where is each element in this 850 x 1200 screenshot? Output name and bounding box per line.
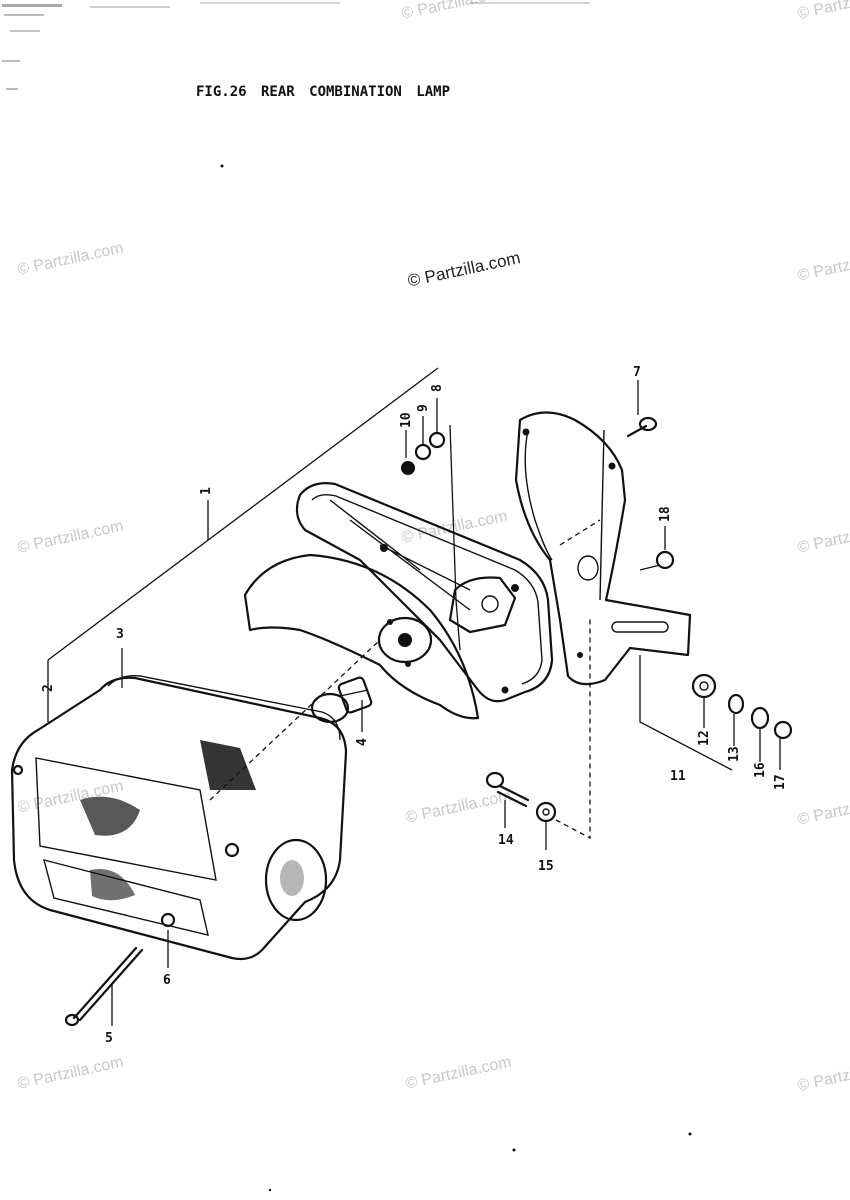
- leader-lines: [47, 367, 781, 1026]
- lamp-lens: [10, 675, 348, 961]
- callout-18: 18: [658, 506, 673, 522]
- figure-title: FIG.26 REAR COMBINATION LAMP: [196, 84, 451, 100]
- callout-8: 8: [430, 384, 445, 392]
- hardware-right: [691, 673, 793, 740]
- hardware-top: [401, 416, 675, 570]
- callout-7: 7: [633, 365, 641, 380]
- callout-4: 4: [355, 738, 370, 746]
- bulb: [310, 676, 373, 724]
- callout-16: 16: [753, 762, 768, 778]
- callout-13: 13: [727, 746, 742, 762]
- lamp-housing: [295, 482, 554, 703]
- scan-noise: [2, 2, 590, 90]
- reflector: [243, 553, 480, 720]
- scan-dots: [220, 164, 692, 1192]
- callout-10: 10: [399, 412, 414, 428]
- callout-3: 3: [116, 627, 124, 642]
- callout-17: 17: [773, 774, 788, 790]
- callout-15: 15: [538, 859, 554, 874]
- callout-1: 1: [199, 487, 214, 495]
- lens-screw: [64, 912, 176, 1027]
- callout-labels: 1 2 3 4 5 6 7 8 9 10 11 12 13 14 15 16 1…: [41, 365, 788, 1046]
- callout-6: 6: [163, 973, 171, 988]
- hardware-bottom: [485, 771, 557, 823]
- mounting-bracket: [514, 411, 692, 686]
- callout-9: 9: [416, 404, 431, 412]
- callout-12: 12: [697, 730, 712, 746]
- callout-2: 2: [41, 684, 56, 692]
- callout-14: 14: [498, 833, 514, 848]
- callout-5: 5: [105, 1031, 113, 1046]
- callout-11: 11: [670, 769, 686, 784]
